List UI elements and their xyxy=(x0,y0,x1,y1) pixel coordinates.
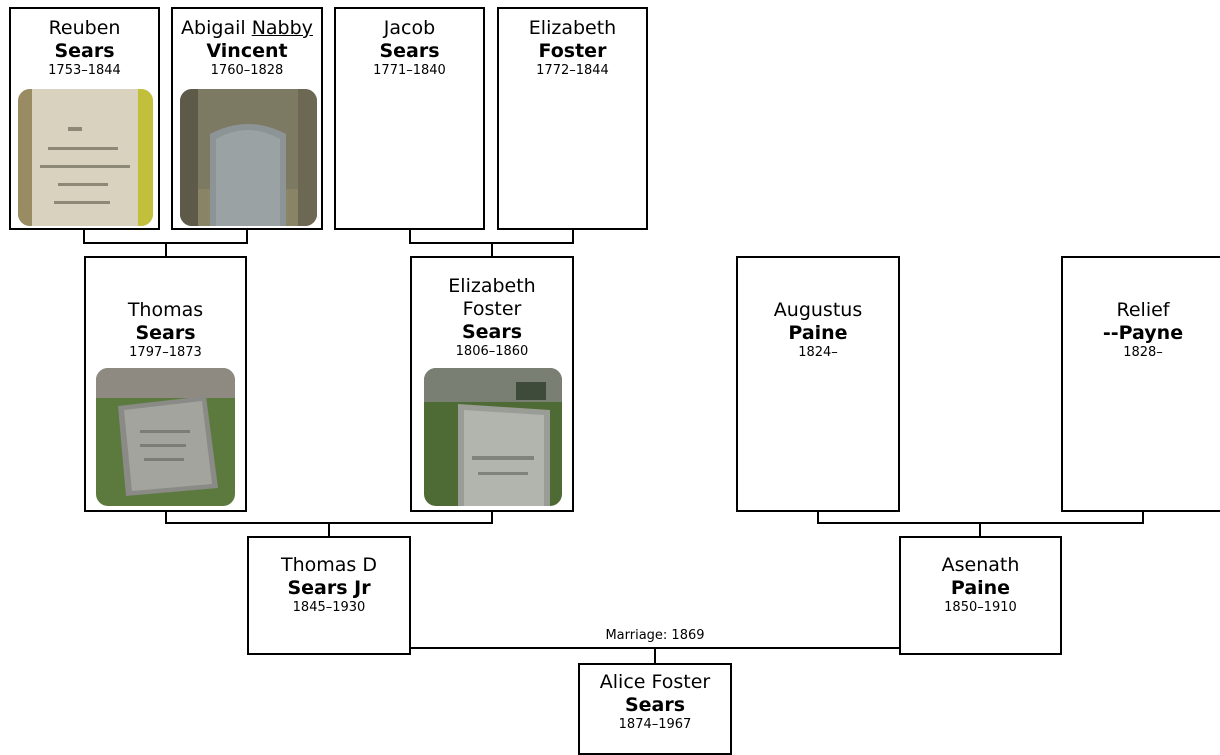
given-name: Abigail Nabby xyxy=(173,17,321,40)
given-name-first: Abigail xyxy=(181,17,246,39)
life-dates: 1771–1840 xyxy=(373,63,446,78)
surname: Sears Jr xyxy=(287,577,371,599)
given-name: Reuben xyxy=(48,17,121,39)
given-name: Alice Foster xyxy=(599,671,711,693)
life-dates: 1850–1910 xyxy=(944,600,1017,615)
nickname: Nabby xyxy=(251,17,313,39)
given-name: Relief xyxy=(1116,299,1170,321)
surname: Sears xyxy=(624,694,686,716)
given-name: Asenath xyxy=(941,554,1020,576)
life-dates: 1753–1844 xyxy=(48,63,121,78)
person-card-thomas-d-sears-jr[interactable]: Thomas D Sears Jr 1845–1930 xyxy=(247,536,411,655)
life-dates: 1772–1844 xyxy=(536,63,609,78)
person-card-reuben-sears[interactable]: Reuben Sears 1753–1844 xyxy=(9,7,160,230)
person-card-elizabeth-foster-sears[interactable]: Elizabeth Foster Sears 1806–1860 xyxy=(410,256,574,512)
person-card-jacob-sears[interactable]: Jacob Sears 1771–1840 xyxy=(334,7,485,230)
surname: Vincent xyxy=(206,40,288,62)
given-name: Elizabeth Foster xyxy=(448,275,536,320)
given-name: Thomas D xyxy=(281,554,377,576)
surname: --Payne xyxy=(1102,322,1184,344)
given-name: Thomas xyxy=(127,299,204,321)
person-card-abigail-vincent[interactable]: Abigail Nabby Vincent 1760–1828 xyxy=(171,7,323,230)
surname: Paine xyxy=(950,577,1011,599)
life-dates: 1760–1828 xyxy=(210,63,284,78)
life-dates: 1874–1967 xyxy=(618,717,692,732)
gravestone-photo[interactable] xyxy=(96,368,235,506)
gravestone-photo[interactable] xyxy=(180,89,317,226)
person-card-augustus-paine[interactable]: Augustus Paine 1824– xyxy=(736,256,900,512)
life-dates: 1824– xyxy=(798,345,838,360)
given-name: Elizabeth xyxy=(528,17,617,39)
person-card-asenath-paine[interactable]: Asenath Paine 1850–1910 xyxy=(899,536,1062,655)
surname: Paine xyxy=(788,322,848,344)
life-dates: 1828– xyxy=(1123,345,1163,360)
surname: Sears xyxy=(379,40,440,62)
marriage-label: Marriage: 1869 xyxy=(605,628,705,643)
given-name: Jacob xyxy=(383,17,436,39)
person-card-elizabeth-foster[interactable]: Elizabeth Foster 1772–1844 xyxy=(497,7,648,230)
surname: Foster xyxy=(538,40,607,62)
life-dates: 1845–1930 xyxy=(292,600,366,615)
gravestone-photo[interactable] xyxy=(424,368,562,506)
person-card-thomas-sears[interactable]: Thomas Sears 1797–1873 xyxy=(84,256,247,512)
surname: Sears xyxy=(54,40,115,62)
given-name: Augustus xyxy=(773,299,863,321)
life-dates: 1806–1860 xyxy=(455,344,529,359)
surname: Sears xyxy=(461,321,523,343)
surname: Sears xyxy=(135,322,196,344)
person-card-relief-payne[interactable]: Relief --Payne 1828– xyxy=(1061,256,1220,512)
person-card-alice-foster-sears[interactable]: Alice Foster Sears 1874–1967 xyxy=(578,663,732,755)
life-dates: 1797–1873 xyxy=(129,345,202,360)
gravestone-photo[interactable] xyxy=(18,89,153,226)
